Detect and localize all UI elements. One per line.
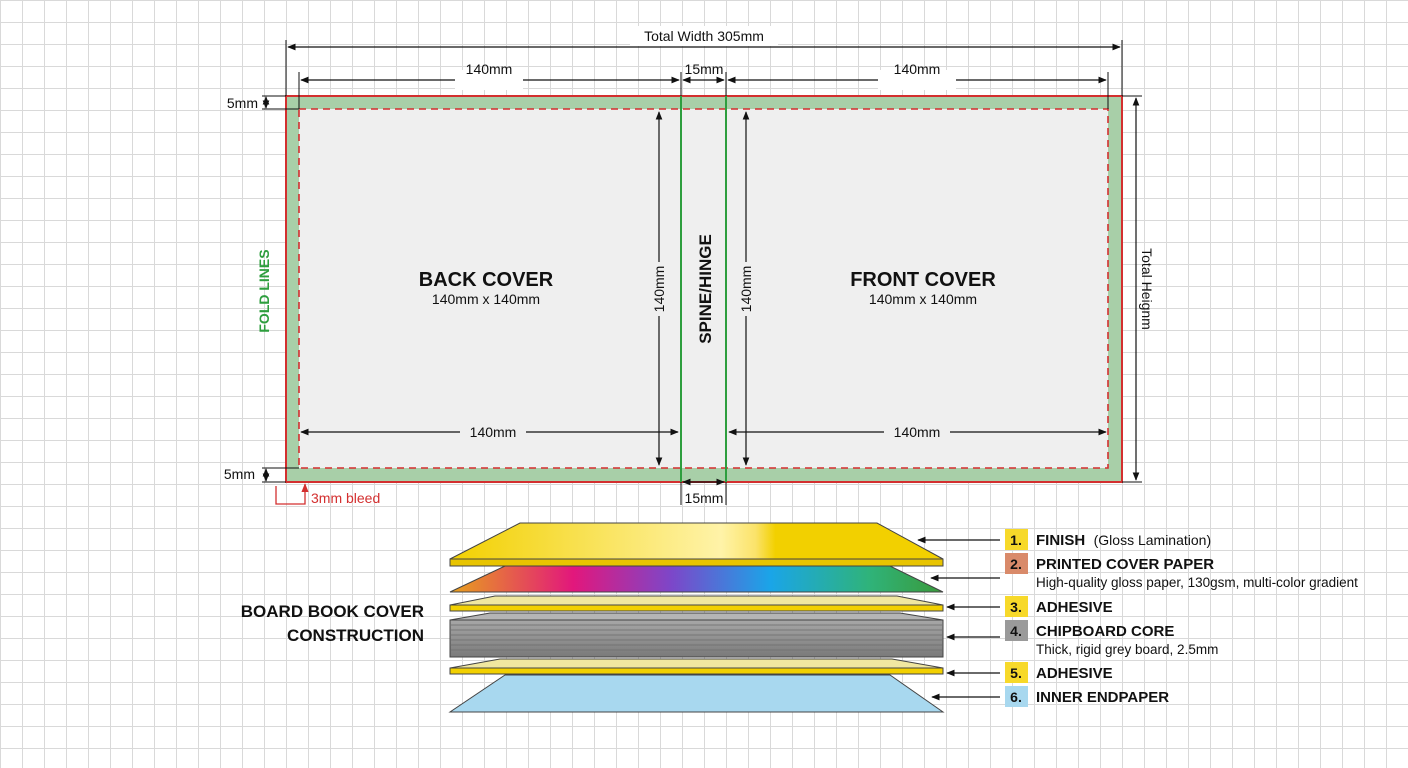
layer-adhesive-top-surface	[449, 595, 944, 606]
total-width-label: Total Width 305mm	[644, 28, 764, 44]
legend-item-1: FINISH (Gloss Lamination)	[1036, 532, 1211, 549]
back-width-inner-label: 140mm	[470, 424, 517, 440]
legend-label-4: CHIPBOARD CORE	[1036, 623, 1174, 640]
cover-template	[285, 95, 1123, 483]
leader-arrows	[917, 536, 1000, 701]
back-cover-size: 140mm x 140mm	[432, 291, 540, 307]
layer-adhesive-bottom	[449, 667, 944, 675]
legend-swatch-6	[1005, 686, 1028, 707]
layer-chipboard	[449, 619, 944, 658]
back-width-top-label: 140mm	[466, 61, 513, 77]
layer-adhesive-top	[449, 604, 944, 612]
layer-finish	[449, 522, 944, 560]
legend-num-1: 1.	[1010, 532, 1022, 548]
layer-chipboard-top	[449, 612, 944, 621]
legend-label-2: PRINTED COVER PAPER	[1036, 556, 1214, 573]
front-cover-size: 140mm x 140mm	[869, 291, 977, 307]
trim-line	[298, 108, 1109, 469]
legend-num-6: 6.	[1010, 689, 1022, 705]
legend-swatch-3	[1005, 596, 1028, 617]
legend-num-5: 5.	[1010, 665, 1022, 681]
margin-bottom-label: 5mm	[224, 466, 255, 482]
spine-width-top-label: 15mm	[685, 61, 724, 77]
front-cover-panel	[727, 109, 1108, 468]
layer-finish-edge	[449, 558, 944, 567]
margin-top-label: 5mm	[227, 95, 258, 111]
legend-num-4: 4.	[1010, 623, 1022, 639]
layer-printed-paper	[449, 565, 944, 593]
legend-swatch-1	[1005, 529, 1028, 550]
layer-stack	[448, 522, 945, 713]
legend-swatch-5	[1005, 662, 1028, 683]
layer-adhesive-bottom-top	[449, 658, 944, 669]
fold-lines-label: FOLD LINES	[256, 249, 272, 332]
legend-num-3: 3.	[1010, 599, 1022, 615]
spine-width-bottom-label: 15mm	[685, 490, 724, 506]
bleed-label: 3mm bleed	[311, 490, 380, 506]
construction-title-line1: BOARD BOOK COVER	[241, 602, 424, 621]
total-height-label: Total Heignm	[1139, 248, 1155, 330]
legend-swatch-4	[1005, 620, 1028, 641]
construction-legend: 1. FINISH (Gloss Lamination) 2. PRINTED …	[1005, 529, 1358, 707]
legend-swatch-2	[1005, 553, 1028, 574]
legend-desc-4: Thick, rigid grey board, 2.5mm	[1036, 642, 1218, 657]
back-height-label: 140mm	[651, 266, 667, 313]
legend-note-1: (Gloss Lamination)	[1094, 532, 1212, 548]
spine-label: SPINE/HINGE	[696, 234, 715, 344]
legend-label-1: FINISH	[1036, 532, 1085, 549]
front-width-top-label: 140mm	[894, 61, 941, 77]
legend-label-3: ADHESIVE	[1036, 599, 1113, 616]
legend-label-6: INNER ENDPAPER	[1036, 689, 1169, 706]
front-width-inner-label: 140mm	[894, 424, 941, 440]
back-cover-panel	[299, 109, 680, 468]
back-cover-title: BACK COVER	[419, 269, 554, 291]
layer-endpaper	[448, 674, 945, 713]
front-height-label: 140mm	[738, 266, 754, 313]
spine-panel	[681, 109, 726, 468]
legend-num-2: 2.	[1010, 556, 1022, 572]
extension-lines	[262, 40, 1142, 505]
bleed-callout: 3mm bleed	[275, 483, 380, 506]
legend-label-5: ADHESIVE	[1036, 665, 1113, 682]
front-cover-title: FRONT COVER	[850, 269, 996, 291]
construction-title-line2: CONSTRUCTION	[287, 626, 424, 645]
legend-desc-2: High-quality gloss paper, 130gsm, multi-…	[1036, 575, 1358, 590]
